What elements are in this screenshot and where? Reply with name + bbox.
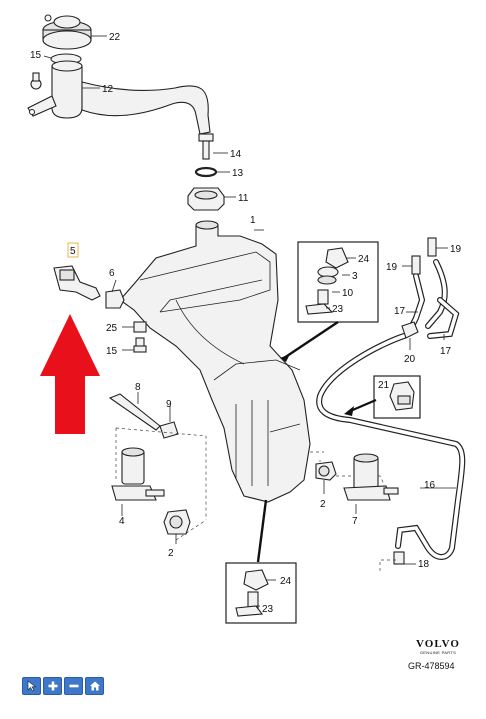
screw-15 [122,337,147,353]
callout: 17 [440,346,452,357]
callout: 8 [135,382,141,393]
hose-assembly-17 [316,237,466,565]
grommet-2-left [163,509,191,544]
callout-labels: 22 15 12 14 13 11 1 5 6 25 15 24 3 10 23… [30,32,462,615]
callout: 24 [280,576,292,587]
callout: 23 [332,304,344,315]
pump-7 [343,453,399,514]
callout: 2 [320,499,326,510]
pointer-tool-button[interactable] [22,677,41,695]
reservoir-1 [119,220,311,503]
callout: 22 [109,32,121,43]
callout: 15 [106,346,118,357]
filler-cap-22 [42,14,107,50]
callout: 16 [424,480,436,491]
callout: 17 [394,306,406,317]
minus-icon [69,684,78,688]
pump-4 [111,447,165,516]
home-button[interactable] [85,677,104,695]
callout: 11 [238,193,249,204]
detail-box-lower [225,499,297,624]
callout: 23 [262,604,274,615]
guide-line-18 [379,559,396,574]
volvo-logo: VOLVO GENUINE PARTS [412,639,464,656]
plus-icon [48,681,57,691]
detail-box-21 [344,375,421,419]
callout: 10 [342,288,354,299]
callout: 21 [378,380,390,391]
callout: 20 [404,354,416,365]
viewer-toolbar [22,677,104,695]
callout: 13 [232,168,244,179]
grommet-2-right [315,461,337,494]
brand-name: VOLVO [416,638,460,650]
clip-25 [122,321,147,333]
callout: 12 [102,84,114,95]
callout: 4 [119,516,125,527]
callout: 1 [250,215,256,226]
clip-9 [159,406,179,439]
brand-subtitle: GENUINE PARTS [419,650,457,655]
attention-arrow [40,314,100,434]
callout: 6 [109,268,115,279]
nut-11 [187,187,236,211]
zoom-out-button[interactable] [64,677,83,695]
callout: 3 [352,271,358,282]
callout: 9 [166,399,172,410]
callout: 7 [352,516,358,527]
detail-box-upper [280,241,379,362]
callout: 18 [418,559,430,570]
level-sensor-5 [53,242,101,301]
diagram-reference: GR-478594 [408,661,455,671]
callout: 24 [358,254,370,265]
callout: 25 [106,323,118,334]
callout: 14 [230,149,242,160]
guide-lines-left [115,427,207,541]
o-ring-13 [194,166,230,178]
callout: 19 [386,262,398,273]
tube-8 [108,392,161,431]
callout: 19 [450,244,462,255]
filler-neck-12 [27,60,211,135]
home-icon [89,681,100,691]
grommet-6 [105,279,125,309]
zoom-in-button[interactable] [43,677,62,695]
callout: 5 [70,246,76,257]
nipple-14 [198,133,228,160]
callout: 15 [30,50,42,61]
cursor-icon [27,680,36,692]
callout: 2 [168,548,174,559]
